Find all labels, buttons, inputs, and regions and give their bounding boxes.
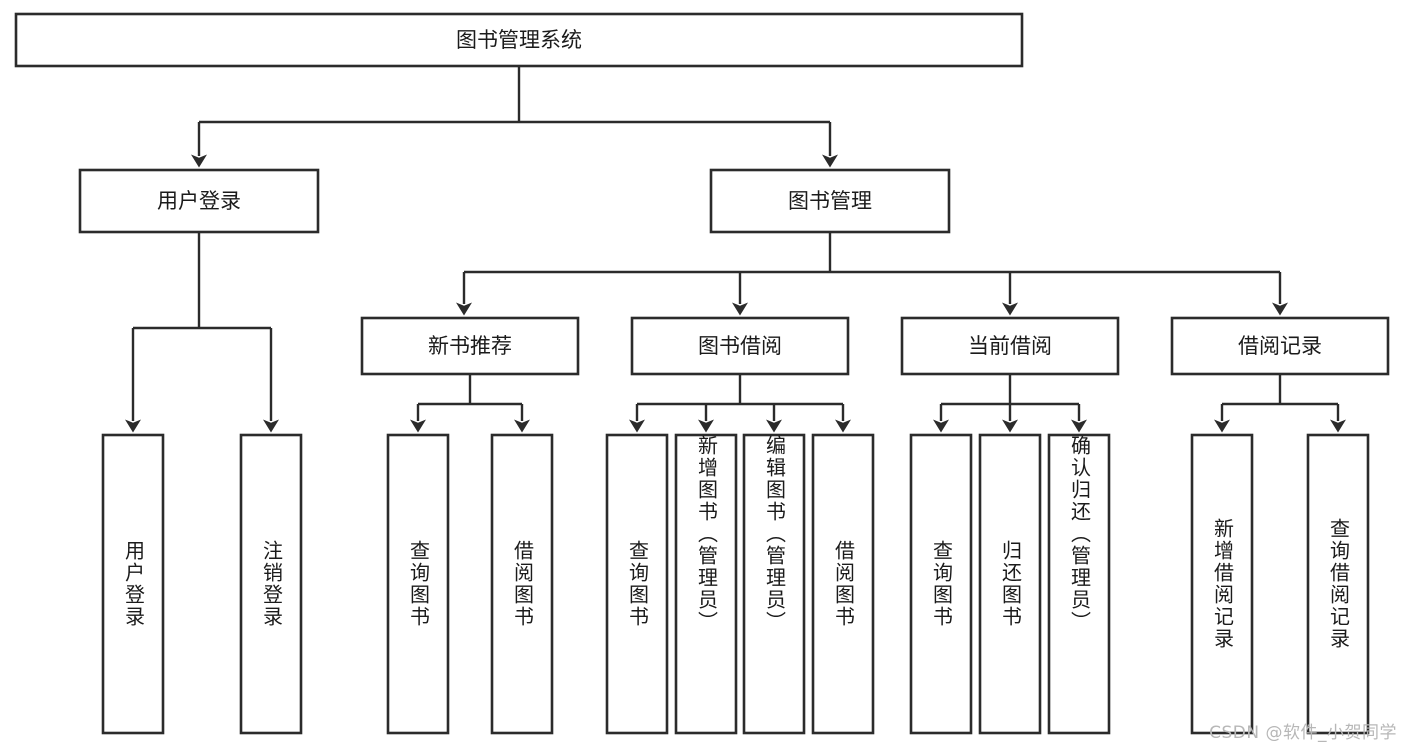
node-book-management-label: 图书管理 — [788, 189, 872, 213]
node-new-book-recommend[interactable]: 新书推荐 — [360, 316, 580, 376]
leaf-box-query-book-borrow[interactable] — [605, 433, 669, 735]
node-user-login-label: 用户登录 — [157, 189, 241, 213]
node-root-label: 图书管理系统 — [456, 28, 582, 52]
node-new-book-recommend-label: 新书推荐 — [428, 334, 512, 358]
leaf-box-return-book[interactable] — [978, 433, 1042, 735]
leaf-box-borrow-book-rec[interactable] — [490, 433, 554, 735]
node-current-borrow[interactable]: 当前借阅 — [900, 316, 1120, 376]
leaf-box-logout[interactable] — [239, 433, 303, 735]
node-book-management[interactable]: 图书管理 — [709, 168, 951, 234]
leaf-box-add-book-admin[interactable] — [674, 433, 738, 735]
leaf-box-confirm-return-admin[interactable] — [1047, 433, 1111, 735]
node-root[interactable]: 图书管理系统 — [14, 12, 1024, 68]
leaf-box-query-book-rec[interactable] — [386, 433, 450, 735]
node-book-borrow[interactable]: 图书借阅 — [630, 316, 850, 376]
leaf-box-query-book-current[interactable] — [909, 433, 973, 735]
node-book-borrow-label: 图书借阅 — [698, 334, 782, 358]
leaf-box-add-borrow-record[interactable] — [1190, 433, 1254, 735]
node-borrow-records[interactable]: 借阅记录 — [1170, 316, 1390, 376]
node-borrow-records-label: 借阅记录 — [1238, 334, 1322, 358]
node-current-borrow-label: 当前借阅 — [968, 334, 1052, 358]
leaf-box-borrow-book[interactable] — [811, 433, 875, 735]
connector-layer — [125, 66, 1346, 433]
watermark-text: CSDN @软件_小贺同学 — [1209, 723, 1397, 743]
leaf-box-user-login[interactable] — [101, 433, 165, 735]
node-user-login[interactable]: 用户登录 — [78, 168, 320, 234]
leaf-box-edit-book-admin[interactable] — [742, 433, 806, 735]
leaf-box-query-borrow-record[interactable] — [1306, 433, 1370, 735]
